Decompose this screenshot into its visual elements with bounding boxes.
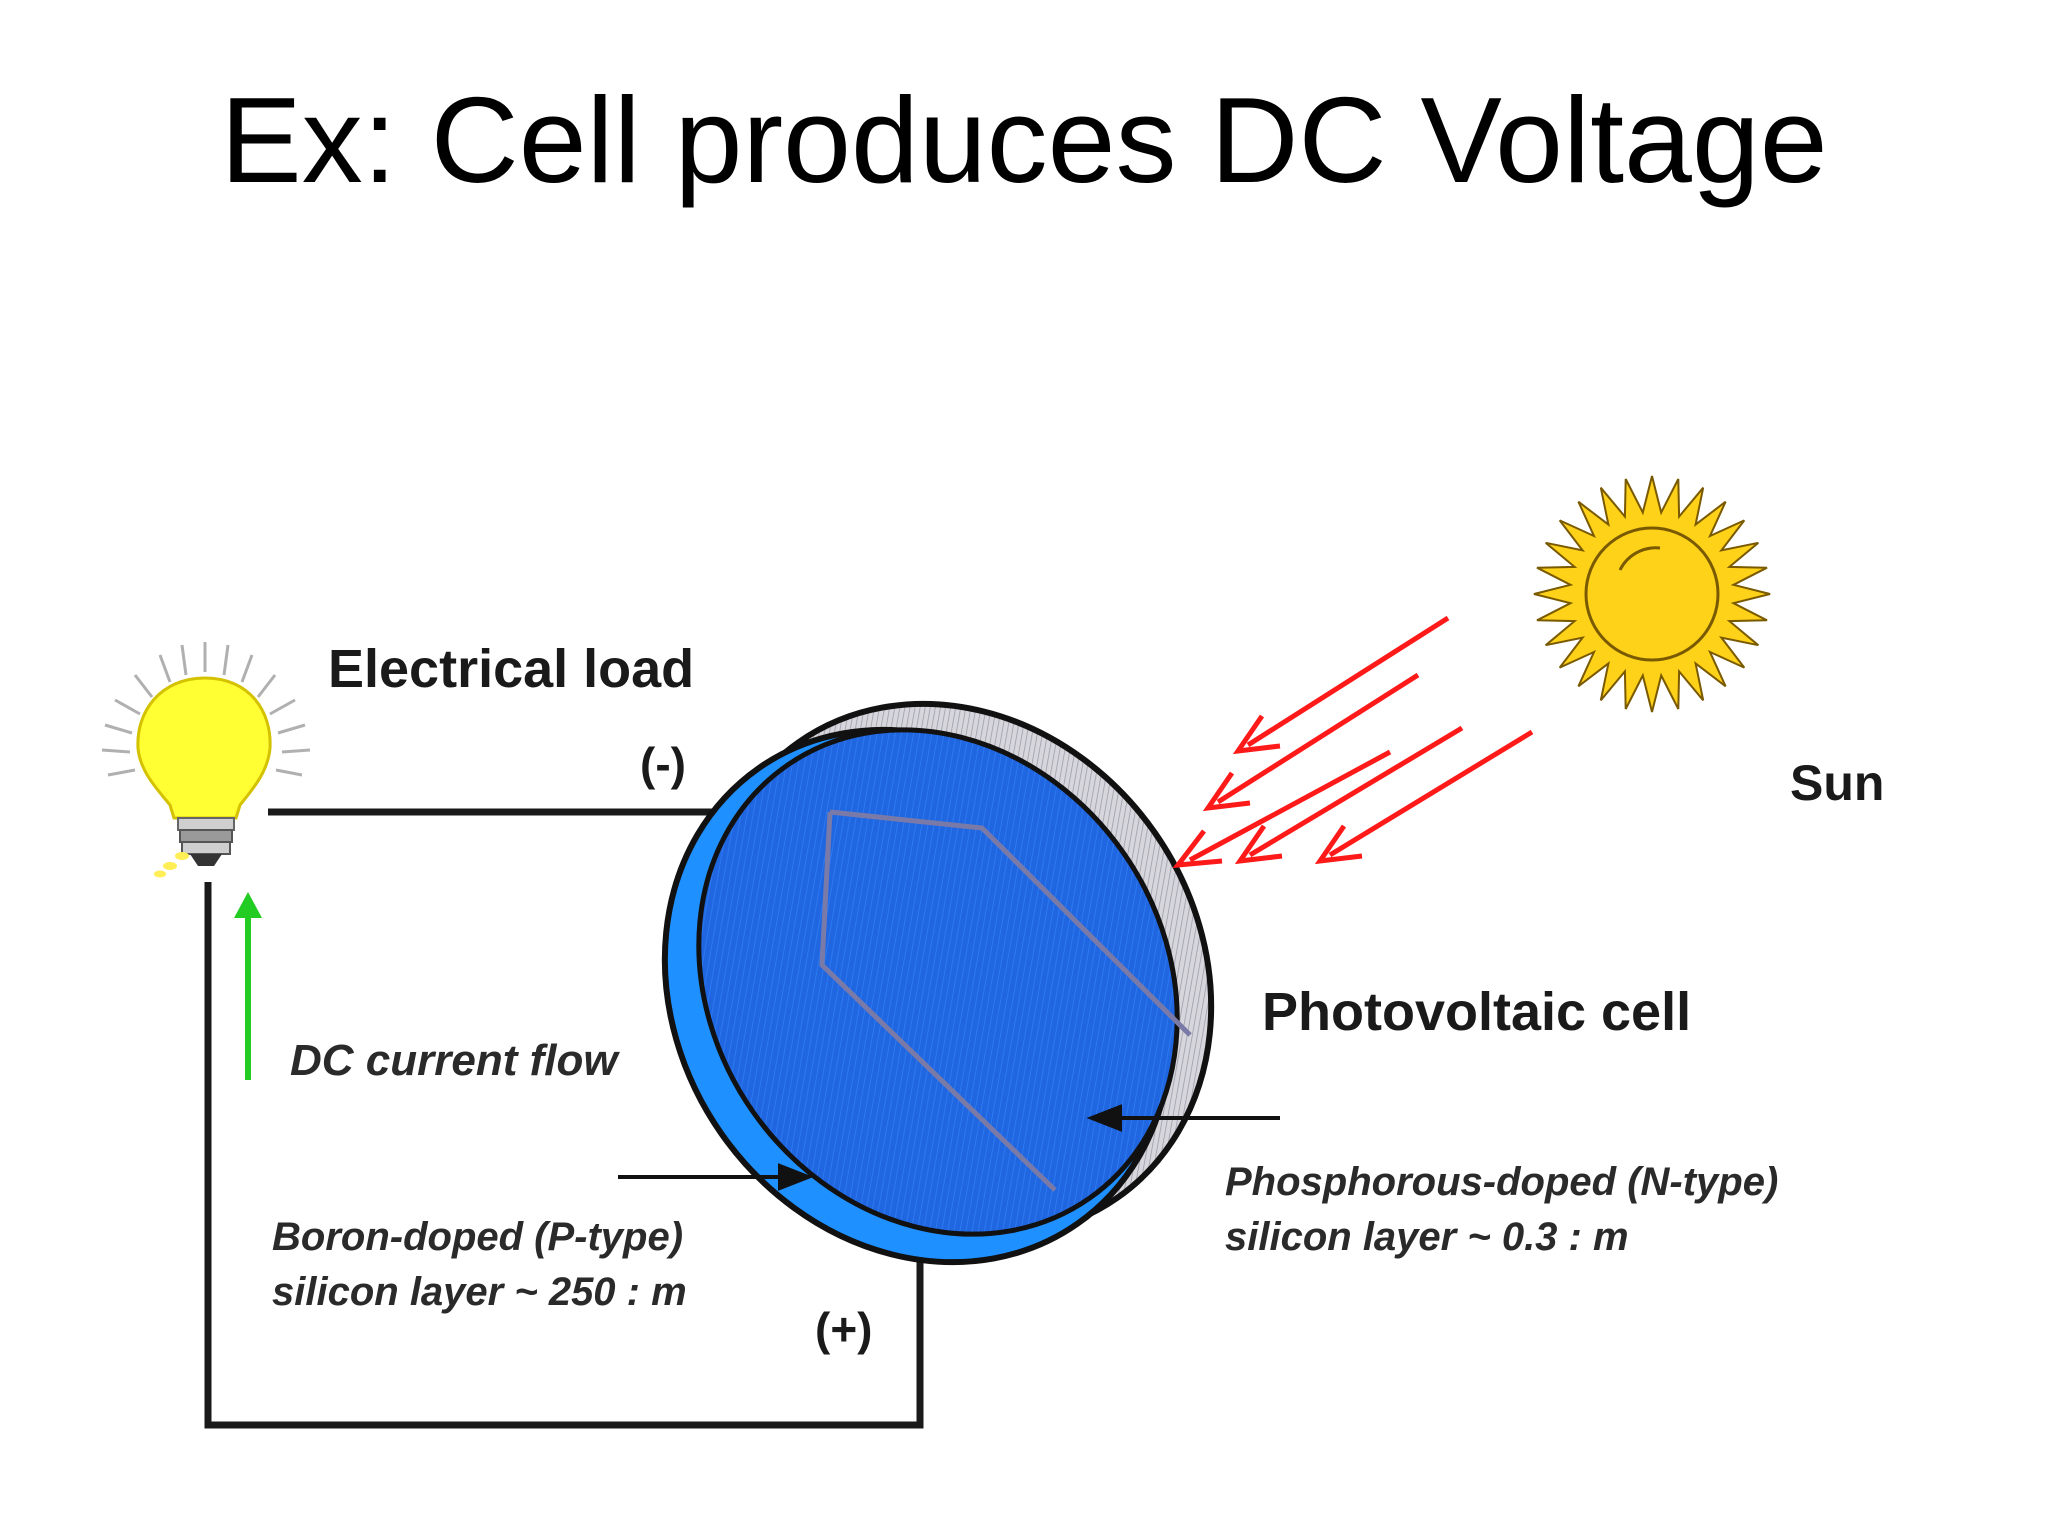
sun-icon xyxy=(1533,475,1771,713)
photovoltaic-cell-label: Photovoltaic cell xyxy=(1262,982,1691,1042)
sun-label: Sun xyxy=(1790,755,1884,811)
n-layer-label-line2: silicon layer ~ 0.3 : m xyxy=(1225,1215,1629,1259)
n-layer-label-line1: Phosphorous-doped (N-type) xyxy=(1225,1160,1778,1204)
pointer-arrow xyxy=(618,1104,1280,1191)
light-ray-arrows xyxy=(1172,615,1534,869)
p-layer-label-line2: silicon layer ~ 250 : m xyxy=(272,1270,687,1314)
current-arrow xyxy=(234,892,262,1080)
electrical-load-label: Electrical load xyxy=(328,639,694,699)
dc-current-flow-label: DC current flow xyxy=(290,1036,620,1085)
p-layer-label-line1: Boron-doped (P-type) xyxy=(272,1215,683,1259)
positive-terminal-label: (+) xyxy=(815,1303,873,1355)
negative-terminal-label: (-) xyxy=(640,738,686,790)
photovoltaic-cell xyxy=(661,700,1215,1266)
lightbulb-icon xyxy=(101,642,311,878)
slide-title: Ex: Cell produces DC Voltage xyxy=(220,72,1828,208)
